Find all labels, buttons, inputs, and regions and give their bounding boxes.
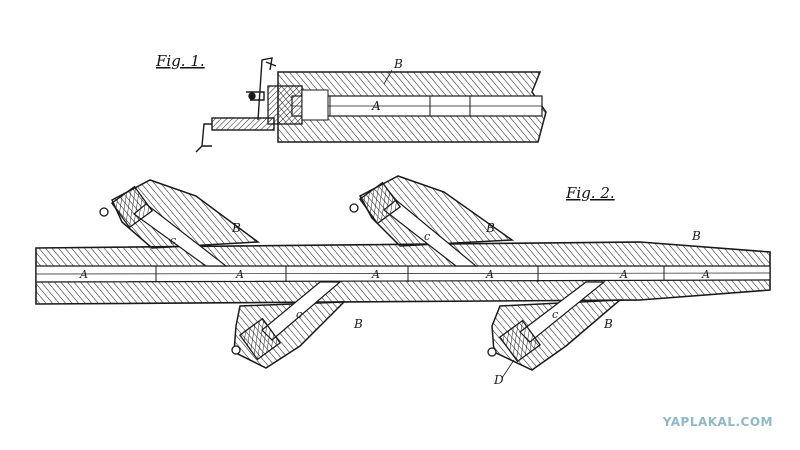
watermark: YAPLAKAL.COM	[662, 415, 773, 429]
fig2-label-a-6: A	[701, 268, 710, 281]
fig2-label-b-4: B	[353, 317, 363, 331]
fig1-breech-plug	[267, 85, 303, 125]
fig2-bore	[35, 265, 771, 283]
fig2-label-a-5: A	[619, 268, 628, 281]
fig2-branch-upper-right	[358, 175, 515, 247]
fig1-label-a: A	[371, 99, 381, 113]
figure-2: Fig. 2. B B B B B A A A A A A c c c c D	[35, 175, 771, 387]
fig1-title: Fig. 1.	[155, 52, 205, 70]
fig2-label-a-2: A	[235, 268, 244, 281]
fig2-label-a-3: A	[371, 268, 380, 281]
fig2-label-b-5: B	[603, 317, 613, 331]
fig1-label-b: B	[393, 57, 403, 71]
fig1-lever-mechanism	[195, 57, 277, 153]
fig2-label-a-4: A	[485, 268, 494, 281]
fig2-label-a-1: A	[79, 268, 88, 281]
fig2-branch-upper-left	[111, 179, 261, 249]
figure-1: Fig. 1. B A	[155, 52, 547, 153]
fig2-label-c-4: c	[552, 308, 558, 321]
fig2-label-b-2: B	[485, 221, 495, 235]
fig2-label-d: D	[493, 373, 504, 387]
fig2-label-b-3: B	[691, 229, 701, 243]
fig2-label-b-1: B	[231, 221, 241, 235]
fig2-label-c-3: c	[296, 308, 302, 321]
fig2-label-c-2: c	[424, 230, 430, 243]
fig2-breech-blocks	[99, 181, 542, 363]
fig2-title: Fig. 2.	[565, 184, 615, 202]
fig2-label-c-1: c	[170, 234, 176, 247]
